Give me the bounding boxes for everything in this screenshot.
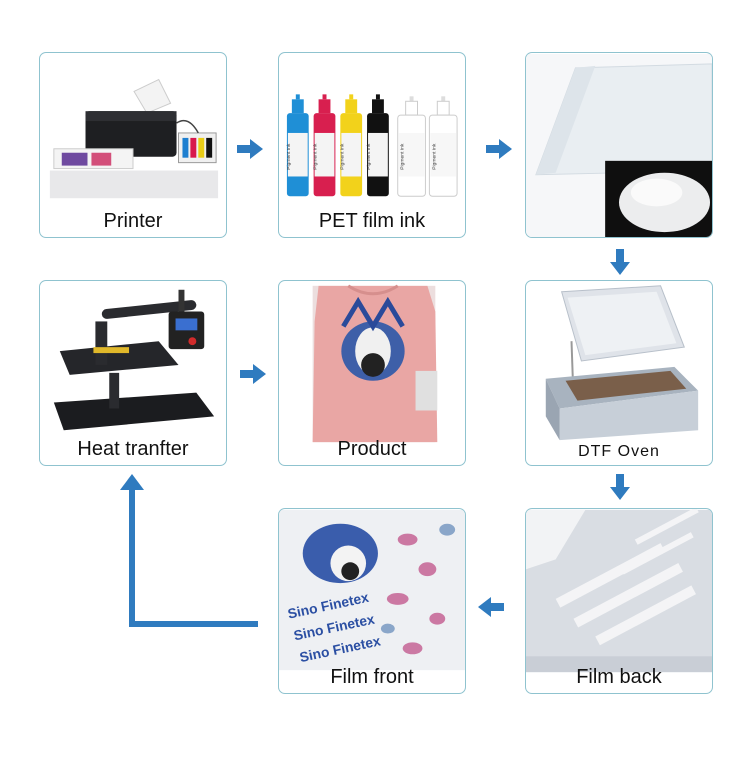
ink-bottles-image: Pigment Ink Pigment Ink Pigment Ink Pigment… bbox=[279, 53, 465, 203]
film-back-image bbox=[526, 509, 712, 673]
ink-bottle-label: Pigment Ink bbox=[339, 143, 345, 170]
printer-image bbox=[40, 53, 226, 203]
ink-bottle-label: Pigment Ink bbox=[286, 143, 292, 170]
arrow-down-icon bbox=[610, 474, 630, 500]
step-film-front: Sino Finetex Sino Finetex Sino Finetex F… bbox=[278, 508, 466, 694]
printer-label: Printer bbox=[40, 210, 226, 233]
ink-bottle-label: Pigment Ink bbox=[431, 143, 437, 170]
oven-label: DTF Oven bbox=[526, 443, 712, 461]
step-heat-transfer: Heat tranfter bbox=[39, 280, 227, 466]
return-connector-arrow-icon bbox=[120, 474, 260, 630]
arrow-left-icon bbox=[478, 597, 504, 617]
step-film-and-powder bbox=[525, 52, 713, 238]
ink-bottle-label: Pigment Ink bbox=[400, 143, 406, 170]
film-front-label: Film front bbox=[279, 666, 465, 689]
heat-label: Heat tranfter bbox=[40, 438, 226, 461]
ink-label: PET film ink bbox=[279, 210, 465, 233]
product-label: Product bbox=[279, 438, 465, 461]
step-pet-film-ink: Pigment Ink Pigment Ink Pigment Ink Pigment… bbox=[278, 52, 466, 238]
film-powder-image bbox=[526, 53, 712, 238]
product-tshirt-image bbox=[279, 281, 465, 443]
step-film-back: Film back bbox=[525, 508, 713, 694]
dtf-oven-image bbox=[526, 281, 712, 441]
film-front-image: Sino Finetex Sino Finetex Sino Finetex bbox=[279, 509, 465, 671]
arrow-right-icon bbox=[240, 364, 266, 384]
step-dtf-oven: DTF Oven bbox=[525, 280, 713, 466]
arrow-right-icon bbox=[237, 139, 263, 159]
ink-bottle-label: Pigment Ink bbox=[366, 143, 372, 170]
ink-bottle-label: Pigment Ink bbox=[313, 143, 319, 170]
arrow-right-icon bbox=[486, 139, 512, 159]
heat-press-image bbox=[40, 281, 226, 441]
film-back-label: Film back bbox=[526, 666, 712, 689]
arrow-down-icon bbox=[610, 249, 630, 275]
step-printer: Printer bbox=[39, 52, 227, 238]
step-product: Product bbox=[278, 280, 466, 466]
